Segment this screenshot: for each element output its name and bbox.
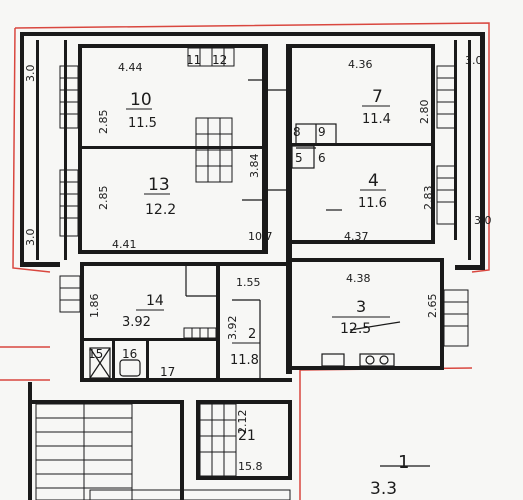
dim-15-8: 15.8: [238, 460, 263, 473]
room-area-4: 11.6: [358, 196, 387, 211]
dim-4-44: 4.44: [118, 61, 143, 74]
room-number-12: 12: [212, 53, 227, 67]
room-number-10: 10: [130, 90, 152, 110]
dim-2-80: 2.80: [418, 100, 431, 125]
windows: [59, 47, 469, 347]
dim-2-83: 2.83: [422, 186, 435, 211]
stairs-grid: [35, 117, 291, 500]
dim-2-85-top: 2.85: [97, 110, 110, 135]
dim-1-55: 1.55: [236, 276, 261, 289]
dim-4-38: 4.38: [346, 272, 371, 285]
dim-3-92: 3.92: [226, 316, 239, 341]
room-number-7: 7: [372, 87, 383, 107]
small-room-labels: 8 9 5 6 11 12 15 16 17 21: [88, 53, 326, 444]
room-number-13: 13: [148, 175, 170, 195]
room-area-1: 3.3: [370, 479, 397, 499]
balcony-depth-top-left: 3.0: [24, 65, 37, 83]
room-area-10: 11.5: [128, 116, 157, 131]
dim-1-86: 1.86: [88, 294, 101, 319]
balcony-depth-bottom-right: 3.0: [474, 214, 492, 227]
walls: [20, 32, 485, 500]
room-number-2: 2: [248, 327, 256, 342]
room-number-5: 5: [295, 151, 303, 165]
room-number-14: 14: [146, 293, 164, 309]
dim-4-41: 4.41: [112, 238, 137, 251]
room-area-3: 12.5: [340, 321, 371, 337]
room-number-21: 21: [238, 428, 256, 444]
dim-4-37: 4.37: [344, 230, 369, 243]
room-number-3: 3: [356, 297, 366, 316]
room-labels: 10 11.5 13 12.2 7 11.4 4 11.6 14 3.92 3 …: [122, 87, 409, 499]
balcony-depth-bottom-left: 3.0: [24, 229, 37, 247]
dim-2-65: 2.65: [426, 294, 439, 319]
dim-10-7: 10.7: [248, 230, 273, 243]
room-number-8: 8: [293, 125, 301, 139]
interior-lines: [185, 79, 430, 467]
room-area-13: 12.2: [145, 202, 176, 218]
room-area-2: 11.8: [230, 353, 259, 368]
room-number-15: 15: [88, 347, 103, 361]
room-number-1: 1: [398, 452, 409, 473]
dim-4-36: 4.36: [348, 58, 373, 71]
room-number-9: 9: [318, 125, 326, 139]
dim-2-12: 2.12: [236, 410, 249, 435]
dim-3-84: 3.84: [248, 154, 261, 179]
balcony-depth-top-right: 3.0: [465, 54, 483, 67]
room-area-14: 3.92: [122, 315, 151, 330]
room-number-17: 17: [160, 365, 175, 379]
room-number-6: 6: [318, 151, 326, 165]
dim-2-85-bottom: 2.85: [97, 186, 110, 211]
dimension-labels: 4.44 2.85 2.85 4.41 3.84 10.7 4.36 2.80 …: [24, 54, 492, 473]
sanitary-fixtures: [89, 123, 395, 379]
room-number-4: 4: [368, 171, 379, 191]
room-number-11: 11: [186, 53, 201, 67]
room-number-16: 16: [122, 347, 137, 361]
room-area-7: 11.4: [362, 112, 391, 127]
